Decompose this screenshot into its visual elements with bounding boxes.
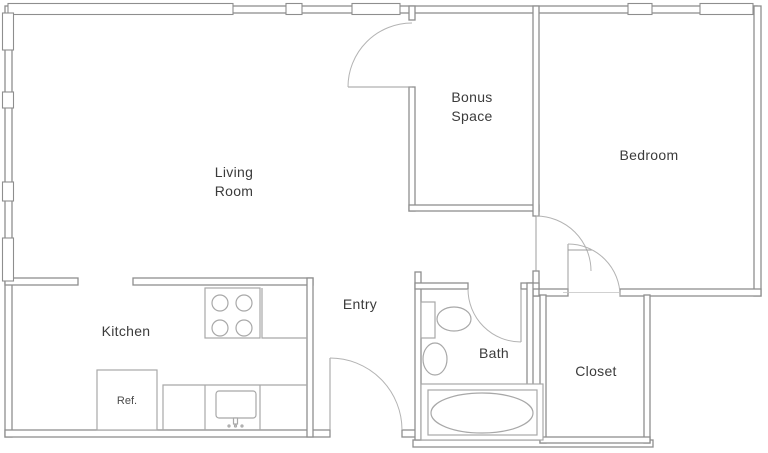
faucet-dot bbox=[240, 424, 244, 428]
refrigerator-label: Ref. bbox=[117, 395, 137, 407]
counter-edge-upper bbox=[261, 288, 307, 339]
wall-kitchen-top-left bbox=[4, 277, 79, 286]
wall-bottom-kitchen bbox=[4, 429, 331, 438]
room-label-entry: Entry bbox=[343, 296, 377, 312]
window-left-2 bbox=[1, 91, 15, 109]
room-label-bonus-space-line2: Space bbox=[451, 108, 492, 124]
wall-right bbox=[753, 5, 762, 297]
wall-left bbox=[4, 5, 13, 438]
closet-door-swing-arc bbox=[567, 243, 621, 297]
wall-bonus-west bbox=[408, 86, 416, 212]
wall-kitchen-top-right bbox=[132, 277, 314, 286]
window-left-3 bbox=[1, 181, 15, 202]
wall-bath-east bbox=[526, 282, 534, 391]
bath-sink bbox=[436, 306, 472, 332]
window-top-1 bbox=[7, 2, 234, 16]
toilet bbox=[422, 342, 448, 376]
window-top-4 bbox=[627, 2, 653, 16]
wall-kitchen-east bbox=[306, 277, 314, 438]
bath-fixtures bbox=[420, 301, 544, 441]
window-top-5 bbox=[699, 2, 754, 16]
counter-edge-lower bbox=[162, 384, 307, 430]
kitchen-sink bbox=[215, 390, 257, 419]
window-left-4 bbox=[1, 237, 15, 282]
bedroom-door-swing-arc bbox=[535, 215, 592, 272]
window-left-1 bbox=[1, 12, 15, 51]
bathtub bbox=[430, 392, 534, 434]
doors-layer bbox=[329, 22, 621, 431]
windows-layer bbox=[1, 2, 754, 282]
burner-icon bbox=[211, 294, 229, 312]
wall-bonus-west-stub bbox=[408, 5, 416, 21]
room-label-bonus-space-line1: Bonus bbox=[451, 89, 492, 105]
labels-layer: Living Room Bonus Space Bedroom Kitchen … bbox=[102, 89, 679, 407]
entry-door-swing-arc bbox=[329, 357, 403, 431]
room-label-closet: Closet bbox=[575, 363, 616, 379]
faucet-dot bbox=[227, 424, 231, 428]
wall-bonus-bedroom bbox=[532, 5, 540, 217]
bath-counter bbox=[420, 301, 436, 339]
bonus-door-swing-arc bbox=[347, 22, 413, 88]
burner-icon bbox=[211, 319, 229, 337]
room-label-kitchen: Kitchen bbox=[102, 323, 151, 339]
wall-closet-bottom bbox=[539, 436, 651, 444]
room-label-bath: Bath bbox=[479, 345, 509, 361]
wall-closet-east bbox=[643, 294, 651, 444]
refrigerator bbox=[96, 369, 158, 431]
room-label-bedroom: Bedroom bbox=[620, 147, 679, 163]
bath-door-swing-arc bbox=[467, 288, 522, 343]
kitchen-sink-faucet bbox=[232, 417, 239, 425]
wall-bonus-bottom bbox=[408, 204, 540, 212]
room-label-living-room-line1: Living bbox=[215, 164, 253, 180]
wall-bath-top-left bbox=[414, 282, 469, 290]
wall-bedroom-bottom-right bbox=[619, 288, 762, 297]
kitchen-fixtures bbox=[96, 287, 307, 431]
room-label-living-room-line2: Room bbox=[215, 183, 254, 199]
wall-bath-west bbox=[414, 271, 422, 441]
burner-icon bbox=[235, 294, 253, 312]
faucet-dot bbox=[233, 424, 238, 428]
burner-icon bbox=[235, 319, 253, 337]
window-top-3 bbox=[351, 2, 401, 16]
window-top-2 bbox=[285, 2, 303, 16]
